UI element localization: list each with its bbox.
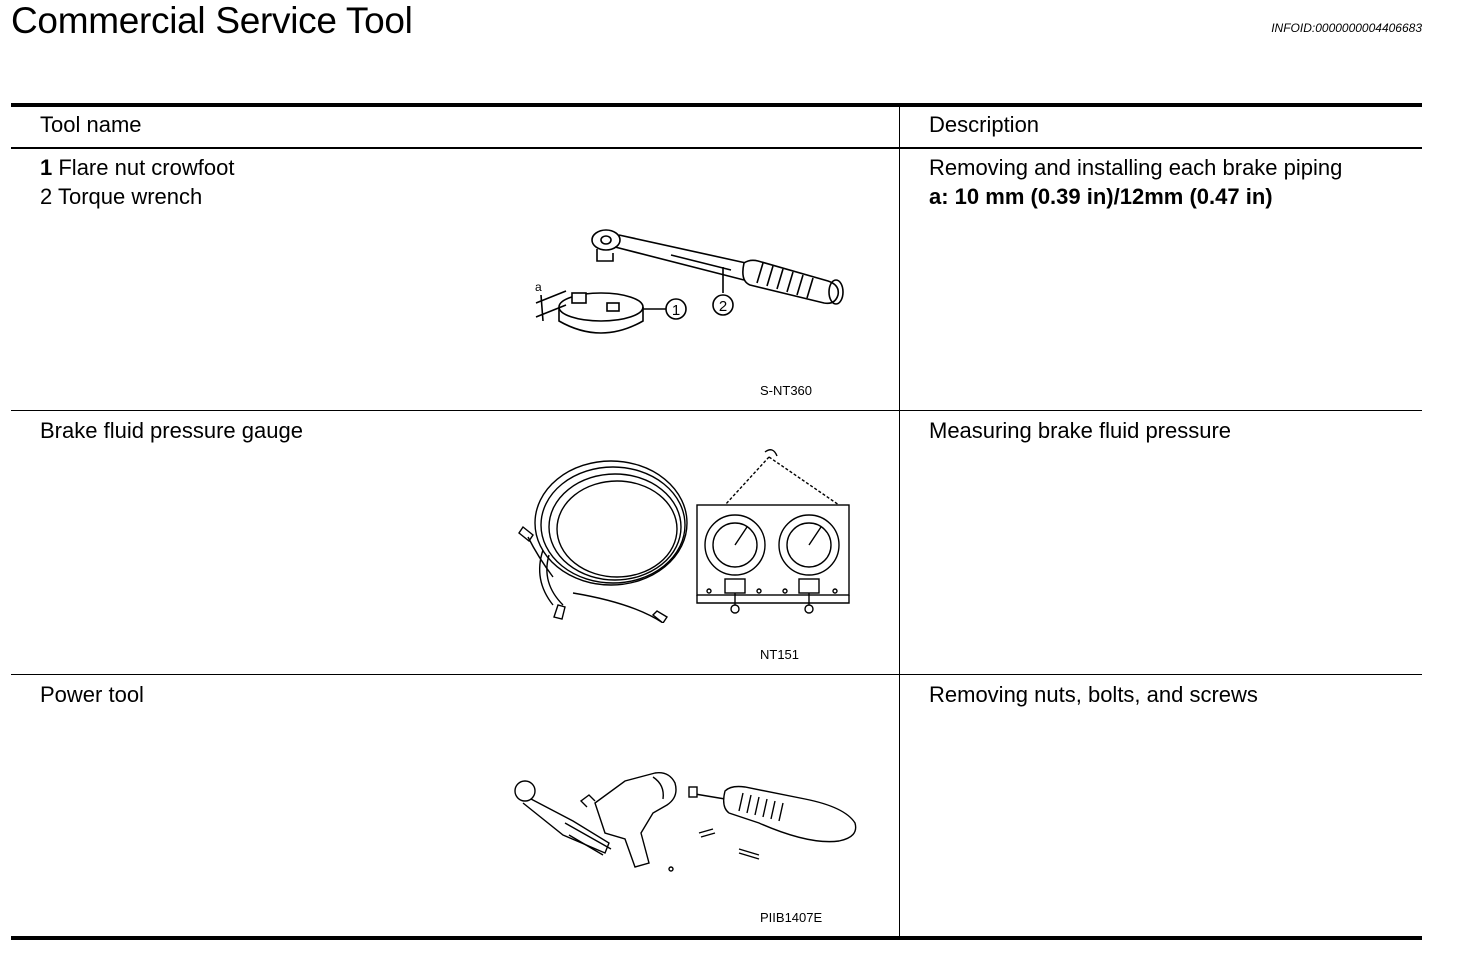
header-description: Description [929, 112, 1040, 137]
description-text: Removing and installing each brake pipin… [929, 155, 1343, 180]
brake-fluid-pressure-gauge-illustration [518, 449, 850, 623]
callout-a: a [535, 280, 542, 294]
flare-nut-crowfoot-and-torque-wrench-illustration: 2 a 1 [535, 229, 844, 334]
power-tools-illustration [514, 772, 857, 872]
callout-2: 2 [719, 298, 727, 315]
table-row-3-description: Removing nuts, bolts, and screws [929, 682, 1258, 707]
figure-code: NT151 [760, 647, 800, 662]
description-spec: a: 10 mm (0.39 in)/12mm (0.47 in) [929, 184, 1273, 209]
figure-code: S-NT360 [760, 383, 813, 398]
item-label: Flare nut crowfoot [52, 155, 235, 180]
page-title: Commercial Service Tool [11, 0, 413, 41]
service-tool-table: Tool name Description 1 Flare nut crowfo… [11, 103, 1422, 940]
table-row-2-description: Measuring brake fluid pressure [929, 418, 1232, 443]
table-row-1-tool-name: 1 Flare nut crowfoot 2 Torque wrench [40, 153, 234, 211]
table-top-rule [11, 103, 1422, 107]
header-rule [11, 147, 1422, 149]
row-divider [11, 410, 1422, 411]
table-row-2-tool-name: Brake fluid pressure gauge [40, 418, 303, 443]
header-tool-name: Tool name [40, 112, 142, 137]
item-label: Torque wrench [52, 184, 203, 209]
info-id: INFOID:0000000004406683 [1271, 21, 1422, 35]
callout-1: 1 [672, 302, 680, 319]
item-number: 1 [40, 155, 53, 180]
column-divider [899, 107, 900, 936]
table-row-1-description: Removing and installing each brake pipin… [929, 153, 1342, 211]
table-row-3-tool-name: Power tool [40, 682, 144, 707]
item-number: 2 [40, 184, 53, 209]
row-divider [11, 674, 1422, 675]
table-bottom-rule [11, 936, 1422, 940]
figure-code: PIIB1407E [760, 910, 823, 925]
